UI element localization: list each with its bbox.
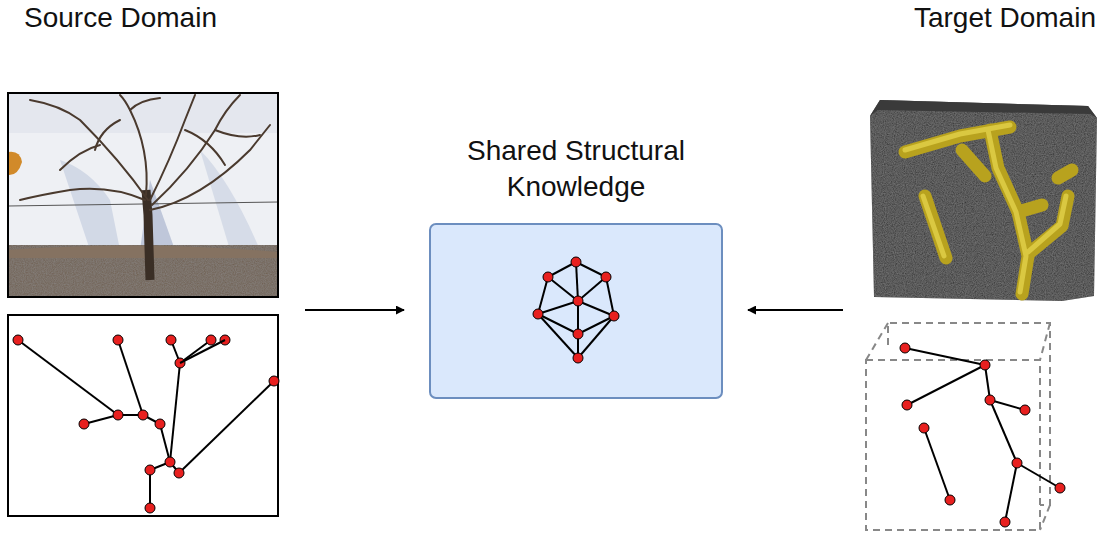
target-graph xyxy=(900,343,1065,527)
arrow-connector xyxy=(748,309,843,311)
target-panel: Target Domain xyxy=(862,0,1102,532)
graph-frame xyxy=(8,315,278,516)
vine-photo xyxy=(8,93,278,297)
volume-render xyxy=(870,100,1097,301)
knowledge-node: Shared Structural Knowledge xyxy=(430,133,722,398)
knowledge-box xyxy=(430,224,722,398)
source-graph xyxy=(13,335,279,513)
photo-frame xyxy=(8,93,278,297)
source-panel: Source Domain xyxy=(4,0,286,520)
node-title: Source Domain xyxy=(24,0,286,36)
dashed-cube xyxy=(866,323,1050,530)
knowledge-graph xyxy=(533,257,619,363)
arrow-connector xyxy=(305,309,404,311)
node-title: Shared Structural Knowledge xyxy=(430,133,722,205)
node-title: Target Domain xyxy=(862,0,1096,36)
